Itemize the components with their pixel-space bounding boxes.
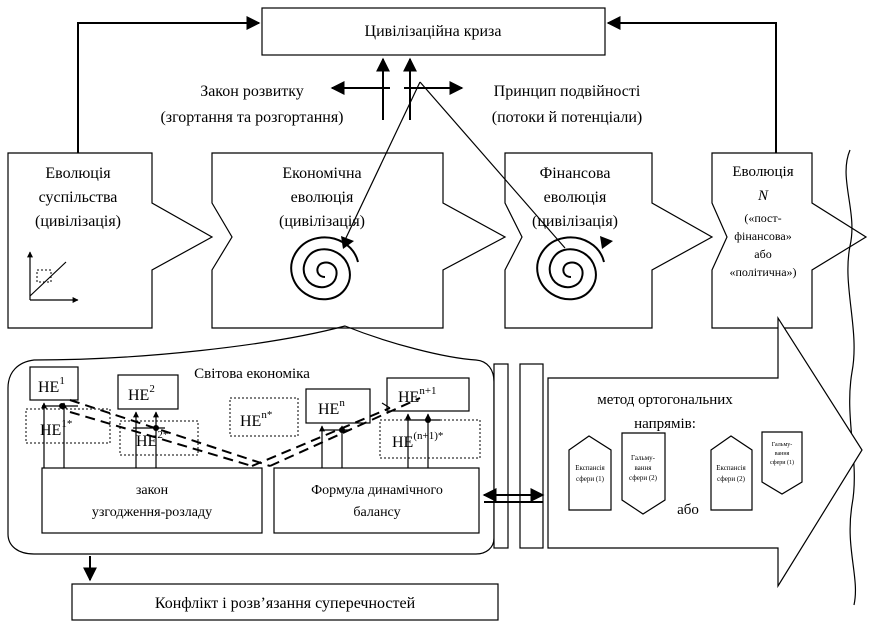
law-box: закон узгодження-розладу xyxy=(41,467,263,534)
svg-text:Економічна: Економічна xyxy=(282,165,361,182)
svg-text:НЕn*: НЕn* xyxy=(240,409,272,430)
spiral-icon xyxy=(290,236,359,301)
link-line xyxy=(419,81,566,249)
svg-text:сфери (1): сфери (1) xyxy=(770,459,794,466)
conflict-box: Конфлікт і розв’язання суперечностей xyxy=(71,583,499,621)
he-node-2: НЕ2 xyxy=(117,374,179,410)
duality-principle: Принцип подвійності (потоки й потенціали… xyxy=(492,83,643,126)
method-arrow: метод ортогональних напрямів: Експансія … xyxy=(547,315,863,589)
svg-text:сфери (1): сфери (1) xyxy=(576,475,605,483)
crisis-label: Цивілізаційна криза xyxy=(365,23,502,40)
svg-text:напрямів:: напрямів: xyxy=(634,416,696,432)
he-node-2-star: НЕ2* xyxy=(119,420,199,456)
svg-text:Еволюція: Еволюція xyxy=(732,164,793,180)
svg-text:Експансія: Експансія xyxy=(716,464,746,472)
society-evolution-block: Еволюція суспільства (цивілізація) xyxy=(7,152,214,329)
svg-text:вання: вання xyxy=(634,464,652,472)
growth-axes-icon xyxy=(27,251,79,303)
svg-text:НЕ1: НЕ1 xyxy=(38,375,65,396)
svg-text:НЕ1*: НЕ1* xyxy=(40,418,72,439)
damping-sphere-2-shape: Гальму- вання сфери (2) xyxy=(621,432,666,515)
svg-text:«політична»): «політична») xyxy=(729,265,796,279)
svg-text:фінансова»: фінансова» xyxy=(734,229,791,243)
svg-text:Закон розвитку: Закон розвитку xyxy=(200,83,304,100)
he-connectors xyxy=(41,402,440,470)
svg-text:Формула динамічного: Формула динамічного xyxy=(311,483,443,498)
he-node-n-plus-1: НЕn+1 xyxy=(386,377,470,412)
svg-text:Гальму-: Гальму- xyxy=(631,454,656,462)
formula-box: Формула динамічного балансу xyxy=(273,467,480,534)
svg-text:Гальму-: Гальму- xyxy=(772,442,793,448)
central-arrows xyxy=(330,57,464,120)
law-of-development: Закон розвитку (згортання та розгортання… xyxy=(160,83,343,126)
svg-text:сфери (2): сфери (2) xyxy=(629,474,658,482)
svg-text:N: N xyxy=(757,188,769,204)
svg-text:(потоки й потенціали): (потоки й потенціали) xyxy=(492,109,643,126)
svg-text:Еволюція: Еволюція xyxy=(45,165,111,182)
world-economy-panel: Світова економіка НЕ1 НЕ1* НЕ2 НЕ2* НЕn*… xyxy=(7,325,495,555)
expansion-sphere-2-shape: Експансія сфери (2) xyxy=(710,435,753,511)
svg-text:(згортання та розгортання): (згортання та розгортання) xyxy=(160,109,343,126)
svg-text:вання: вання xyxy=(775,451,790,457)
economic-evolution-block: Економічна еволюція (цивілізація) xyxy=(211,152,507,329)
he-node-n-plus-1-star: НЕ(n+1)* xyxy=(379,419,481,459)
link-line xyxy=(344,81,421,241)
financial-evolution-block: Фінансова еволюція (цивілізація) xyxy=(504,152,714,329)
conflict-label: Конфлікт і розв’язання суперечностей xyxy=(155,595,416,612)
svg-text:(цивілізація): (цивілізація) xyxy=(279,213,365,230)
svg-text:(цивілізація): (цивілізація) xyxy=(532,213,618,230)
svg-text:НЕ2: НЕ2 xyxy=(128,383,155,404)
svg-text:суспільства: суспільства xyxy=(39,189,118,206)
svg-text:НЕn+1: НЕn+1 xyxy=(398,385,437,406)
svg-text:балансу: балансу xyxy=(353,505,400,520)
world-economy-title: Світова економіка xyxy=(194,366,310,382)
vertical-bars xyxy=(493,363,544,549)
svg-text:закон: закон xyxy=(136,483,169,498)
svg-text:Фінансова: Фінансова xyxy=(540,165,611,182)
svg-text:еволюція: еволюція xyxy=(291,189,354,206)
dashed-cross-links xyxy=(69,397,421,467)
svg-text:сфери (2): сфери (2) xyxy=(717,475,746,483)
svg-text:(цивілізація): (цивілізація) xyxy=(35,213,121,230)
svg-text:або: або xyxy=(754,247,771,261)
svg-text:Принцип подвійності: Принцип подвійності xyxy=(494,83,641,100)
svg-text:НЕ(n+1)*: НЕ(n+1)* xyxy=(392,430,443,451)
spiral-icon xyxy=(536,236,613,301)
crisis-box: Цивілізаційна криза xyxy=(261,7,606,56)
wavy-edge xyxy=(845,149,857,606)
svg-text:НЕn: НЕn xyxy=(318,397,345,418)
svg-text:(«пост-: («пост- xyxy=(744,211,781,225)
he-node-1-star: НЕ1* xyxy=(25,408,111,444)
he-node-n-star: НЕn* xyxy=(229,397,299,437)
he-node-n: НЕn xyxy=(305,388,371,424)
svg-text:або: або xyxy=(677,502,699,518)
svg-text:метод ортогональних: метод ортогональних xyxy=(597,392,733,408)
double-arrow xyxy=(482,488,545,503)
n-evolution-block: Еволюція N («пост- фінансова» або «політ… xyxy=(711,152,868,329)
expansion-sphere-1-shape: Експансія сфери (1) xyxy=(568,435,612,511)
svg-text:узгодження-розладу: узгодження-розладу xyxy=(92,505,212,520)
damping-sphere-1-shape: Гальму- вання сфери (1) xyxy=(761,431,803,495)
svg-text:еволюція: еволюція xyxy=(544,189,607,206)
feedback-arrows xyxy=(77,16,777,153)
he-node-1: НЕ1 xyxy=(29,366,79,401)
svg-text:Експансія: Експансія xyxy=(575,464,605,472)
